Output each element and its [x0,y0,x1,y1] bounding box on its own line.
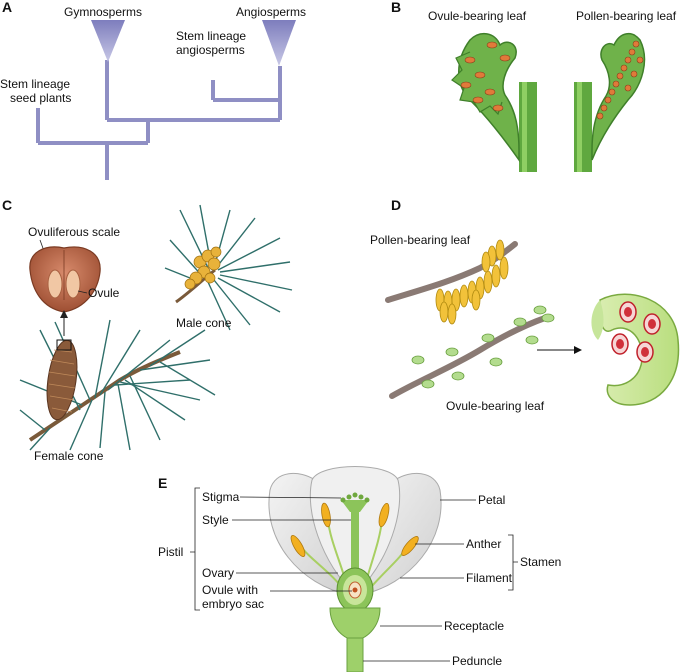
label-ovule-c: Ovule [88,286,120,300]
panel-label-d: D [391,197,401,213]
label-stem-seed-1: Stem lineage [0,77,70,91]
panel-label-a: A [2,0,12,15]
label-ovule-bearing-leaf-d: Ovule-bearing leaf [446,399,545,413]
panel-a: A Gymnosperms Angiosperms Stem lineage a… [0,0,306,180]
ovuliferous-scale-illustration [29,246,101,313]
label-male-cone: Male cone [176,316,232,330]
angiosperm-clade-wedge [262,20,296,66]
ovule-bearing-branch-illustration [389,305,555,399]
label-pollen-bearing-leaf-b: Pollen-bearing leaf [576,9,677,23]
label-stem-angio-2: angiosperms [176,43,245,57]
label-stigma: Stigma [202,490,240,504]
label-stem-angio-1: Stem lineage [176,29,246,43]
panel-label-c: C [2,197,12,213]
panel-label-e: E [158,475,167,491]
pollen-bearing-leaf-illustration [574,33,646,172]
phylogeny-tree [36,60,282,180]
label-ovary: Ovary [202,566,234,580]
panel-d: D Pollen-bearing leaf Ovule-bearing leaf [370,197,680,413]
label-ovule-bearing-leaf-b: Ovule-bearing leaf [428,9,527,23]
pollen-bearing-branch-illustration [385,239,518,325]
label-filament: Filament [466,571,513,585]
label-embryo-sac: embryo sac [202,597,264,611]
label-stamen: Stamen [520,555,561,569]
label-ovule-with: Ovule with [202,583,258,597]
female-cone-branch-illustration [19,319,216,451]
panel-b: B Ovule-bearing leaf Pollen-bearing leaf [391,0,677,172]
label-pollen-bearing-leaf-d: Pollen-bearing leaf [370,233,471,247]
label-pistil: Pistil [158,545,183,559]
ovule-leaf-cross-section [591,293,680,406]
panel-c: C Ovuliferous scale Ovule [2,197,293,463]
panel-label-b: B [391,0,401,15]
label-female-cone: Female cone [34,449,104,463]
label-stem-seed-2: seed plants [10,91,71,105]
label-angiosperms: Angiosperms [236,5,306,19]
label-peduncle: Peduncle [452,654,502,668]
label-anther: Anther [466,537,501,551]
ovule-bearing-leaf-illustration [451,33,537,172]
label-gymnosperms: Gymnosperms [64,5,142,19]
label-style: Style [202,513,229,527]
label-receptacle: Receptacle [444,619,504,633]
label-petal: Petal [478,493,505,507]
label-ovuliferous-scale: Ovuliferous scale [28,225,120,239]
gymnosperm-clade-wedge [91,20,125,62]
flower-illustration [268,466,442,672]
panel-e: E [158,466,561,672]
ovule-seeds [611,301,661,363]
male-cone-branch-illustration [164,204,293,331]
